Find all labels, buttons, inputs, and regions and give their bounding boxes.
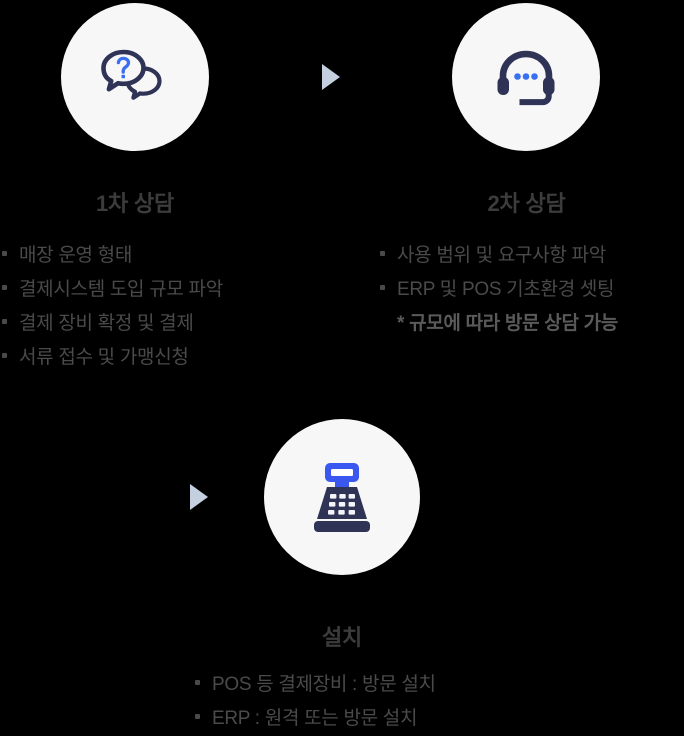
arrow-step1-to-step2 <box>322 64 340 90</box>
list-item-label: * 규모에 따라 방문 상담 가능 <box>397 313 618 334</box>
list-item-label: ERP 및 POS 기초환경 셋팅 <box>397 279 615 300</box>
step-3-bullet-list: POS 등 결제장비 : 방문 설치 ERP : 원격 또는 방문 설치 <box>195 668 436 736</box>
bullet-marker-icon <box>195 680 200 685</box>
bullet-marker-icon <box>380 251 385 256</box>
step-2-bullet-list: 사용 범위 및 요구사항 파악 ERP 및 POS 기초환경 셋팅 * 규모에 … <box>380 239 618 341</box>
headset-support-icon <box>494 47 558 107</box>
list-item: 결제 장비 확정 및 결제 <box>2 307 223 341</box>
list-item: 결제시스템 도입 규모 파악 <box>2 273 223 307</box>
bullet-marker-icon <box>2 353 7 358</box>
bullet-marker-icon <box>2 319 7 324</box>
list-item-label: ERP : 원격 또는 방문 설치 <box>212 708 418 729</box>
list-item: 매장 운영 형태 <box>2 239 223 273</box>
list-item-label: 매장 운영 형태 <box>19 245 133 266</box>
list-item: ERP : 원격 또는 방문 설치 <box>195 702 436 736</box>
list-item-label: 결제 장비 확정 및 결제 <box>19 313 194 334</box>
pos-cash-register-icon <box>307 461 377 533</box>
list-item-label: 결제시스템 도입 규모 파악 <box>19 279 223 300</box>
step-2-title: 2차 상담 <box>487 191 566 216</box>
list-item: 서류 접수 및 가맹신청 <box>2 341 223 375</box>
step-1-icon-circle <box>61 3 209 151</box>
step-2-icon-circle <box>452 3 600 151</box>
list-item: POS 등 결제장비 : 방문 설치 <box>195 668 436 702</box>
bullet-marker-icon <box>2 251 7 256</box>
arrow-step2-to-step3 <box>190 484 208 510</box>
list-item-label: 사용 범위 및 요구사항 파악 <box>397 245 606 266</box>
list-item-note: * 규모에 따라 방문 상담 가능 <box>380 307 618 341</box>
step-3-icon-circle <box>264 419 420 575</box>
list-item: ERP 및 POS 기초환경 셋팅 <box>380 273 618 307</box>
list-item: 사용 범위 및 요구사항 파악 <box>380 239 618 273</box>
question-chat-bubbles-icon <box>96 42 174 112</box>
step-1-title: 1차 상담 <box>95 191 175 216</box>
list-item-label: POS 등 결제장비 : 방문 설치 <box>212 674 436 695</box>
list-item-label: 서류 접수 및 가맹신청 <box>19 347 189 368</box>
step-1-bullet-list: 매장 운영 형태 결제시스템 도입 규모 파악 결제 장비 확정 및 결제 서류… <box>2 239 223 375</box>
bullet-marker-icon <box>2 285 7 290</box>
bullet-marker-icon <box>195 714 200 719</box>
bullet-marker-icon <box>380 285 385 290</box>
step-3-title: 설치 <box>321 625 363 650</box>
